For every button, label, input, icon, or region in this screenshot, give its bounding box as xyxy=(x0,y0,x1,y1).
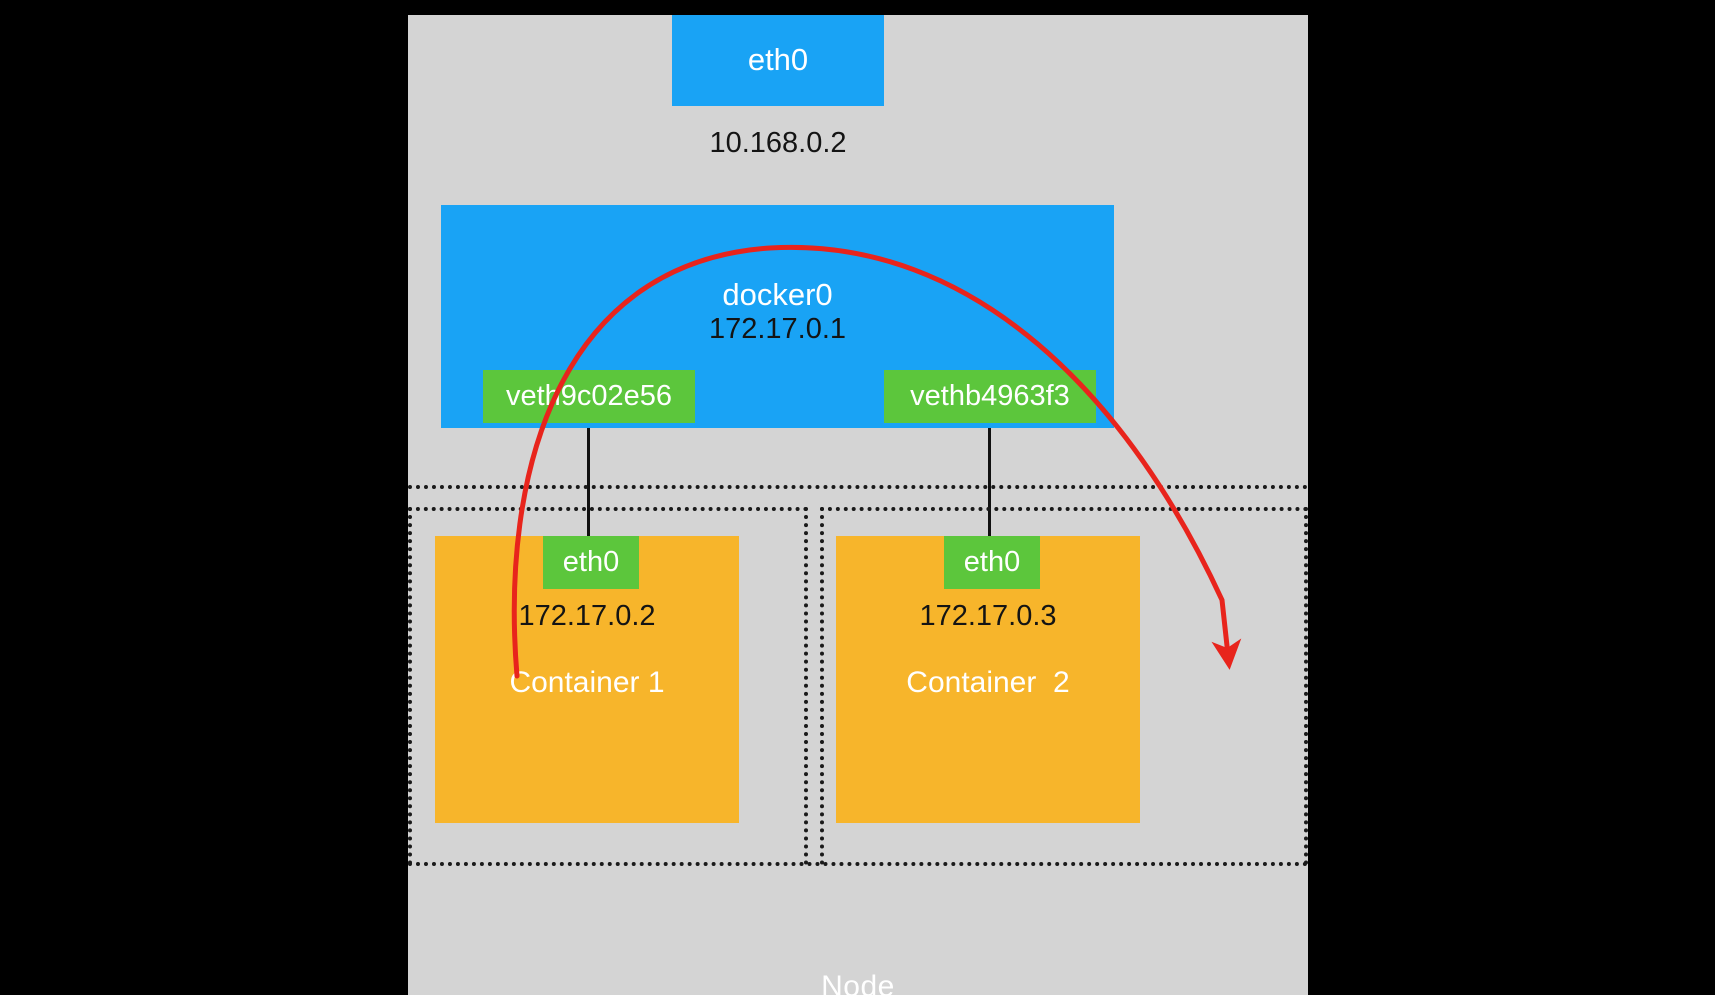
container-1-name: Container 1 xyxy=(509,666,665,699)
container-1-eth0-block[interactable]: eth0 xyxy=(543,536,639,589)
host-eth0-ip: 10.168.0.2 xyxy=(709,127,847,159)
docker0-label: docker0 xyxy=(722,277,833,313)
veth-endpoint-2-label: vethb4963f3 xyxy=(910,380,1070,413)
container-2-name: Container 2 xyxy=(906,666,1070,699)
veth-endpoint-1-label: veth9c02e56 xyxy=(505,380,673,413)
host-eth0-block[interactable]: eth0 xyxy=(672,15,884,106)
container-2-eth0-block[interactable]: eth0 xyxy=(944,536,1040,589)
veth-endpoint-2[interactable]: vethb4963f3 xyxy=(884,370,1096,423)
node-label: Node xyxy=(821,970,895,995)
container-2-ip: 172.17.0.3 xyxy=(919,600,1057,632)
docker0-ip: 172.17.0.1 xyxy=(708,313,847,346)
veth-endpoint-1[interactable]: veth9c02e56 xyxy=(483,370,695,423)
netns-divider-lower xyxy=(408,862,1308,866)
container-1-ip: 172.17.0.2 xyxy=(518,600,656,632)
host-eth0-label: eth0 xyxy=(747,42,809,78)
netns-divider-upper xyxy=(408,485,1308,489)
container-1-eth0-label: eth0 xyxy=(562,546,620,579)
container-2-eth0-label: eth0 xyxy=(963,546,1021,579)
node-container: eth0 10.168.0.2 docker0 172.17.0.1 veth9… xyxy=(408,15,1308,995)
